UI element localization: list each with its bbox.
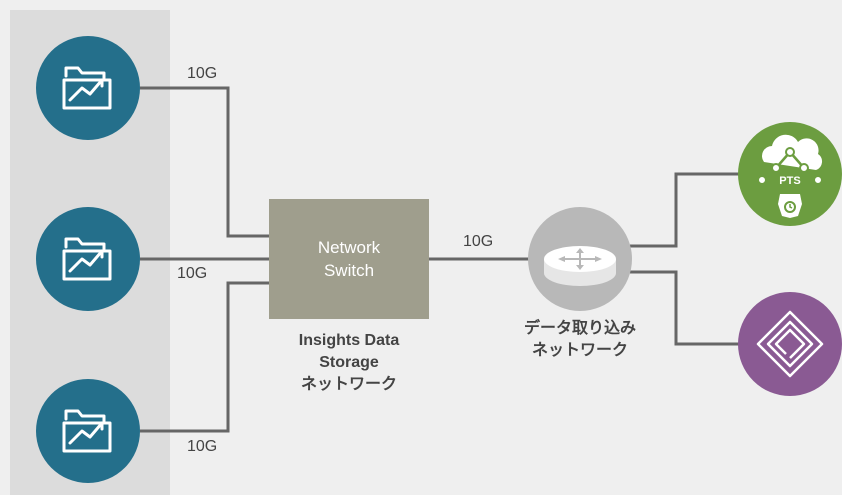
folder-chart-icon [62, 66, 112, 110]
purple-node [738, 292, 842, 396]
pts-node: PTS [738, 122, 842, 226]
server1-link-line [140, 86, 269, 238]
router-caption-line1: データ取り込み [523, 320, 636, 337]
router-icon [544, 246, 616, 286]
switch-caption-line2: Storage [319, 354, 379, 371]
router-caption: データ取り込み ネットワーク [505, 318, 655, 362]
pts-badge-text: PTS [779, 175, 800, 187]
switch-caption-line1: Insights Data [298, 332, 400, 349]
storage-server-1 [36, 36, 140, 140]
switch-caption: Insights Data Storage ネットワーク [269, 330, 429, 396]
folder-chart-icon [62, 237, 112, 281]
diamond-logo-icon [756, 310, 824, 378]
storage-server-3 [36, 379, 140, 483]
storage-server-2 [36, 207, 140, 311]
network-switch-line2: Switch [323, 261, 375, 280]
router-pts-link-line [630, 172, 740, 248]
server1-link-label: 10G [187, 65, 218, 82]
cloud-network-pts-icon [757, 134, 823, 218]
router-caption-line2: ネットワーク [531, 342, 628, 359]
ingest-router [528, 207, 632, 311]
router-link-label: 10G [463, 233, 494, 250]
folder-chart-icon [62, 409, 112, 453]
server3-link-label: 10G [187, 438, 218, 455]
router-purple-link-line [630, 270, 740, 346]
server3-link-line [140, 281, 269, 433]
network-switch-box: Network Switch [269, 199, 429, 319]
switch-caption-line3: ネットワーク [300, 376, 397, 393]
network-switch-line1: Network [317, 238, 381, 257]
server2-link-label: 10G [177, 265, 208, 282]
